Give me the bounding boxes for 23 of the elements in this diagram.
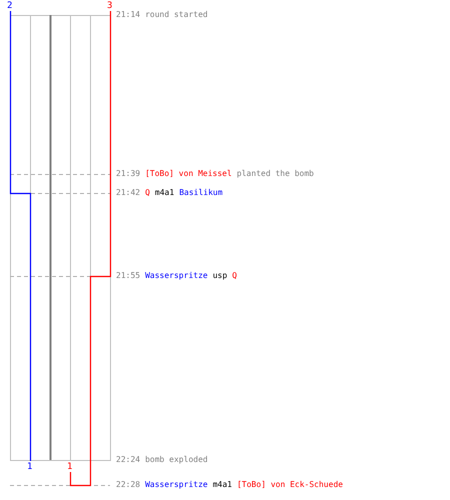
player-name: Wasserspritze [145,480,208,489]
player-name: Basilikum [179,188,223,197]
time-label: 21:39 [116,169,140,178]
event-text: planted the bomb [236,169,314,178]
weapon-name: m4a1 [154,188,174,197]
time-label: 22:24 [116,455,140,464]
player-count: 2 [7,1,12,11]
player-name: [ToBo] von Meissel [145,169,232,178]
player-count: 1 [27,462,32,472]
player-count: 1 [67,462,72,472]
player-name: Q [145,188,150,197]
player-count: 3 [107,1,112,11]
event-text: round started [145,10,208,19]
time-label: 21:55 [116,271,140,280]
player-name: Q [232,271,237,280]
player-name: Wasserspritze [145,271,208,280]
weapon-name: usp [212,271,228,280]
time-label: 22:28 [116,480,140,489]
time-label: 21:14 [116,10,140,19]
player-name: [ToBo] von Eck-Schuede [236,480,343,489]
event-text: bomb exploded [145,455,208,464]
weapon-name: m4a1 [212,480,232,489]
time-label: 21:42 [116,188,140,197]
